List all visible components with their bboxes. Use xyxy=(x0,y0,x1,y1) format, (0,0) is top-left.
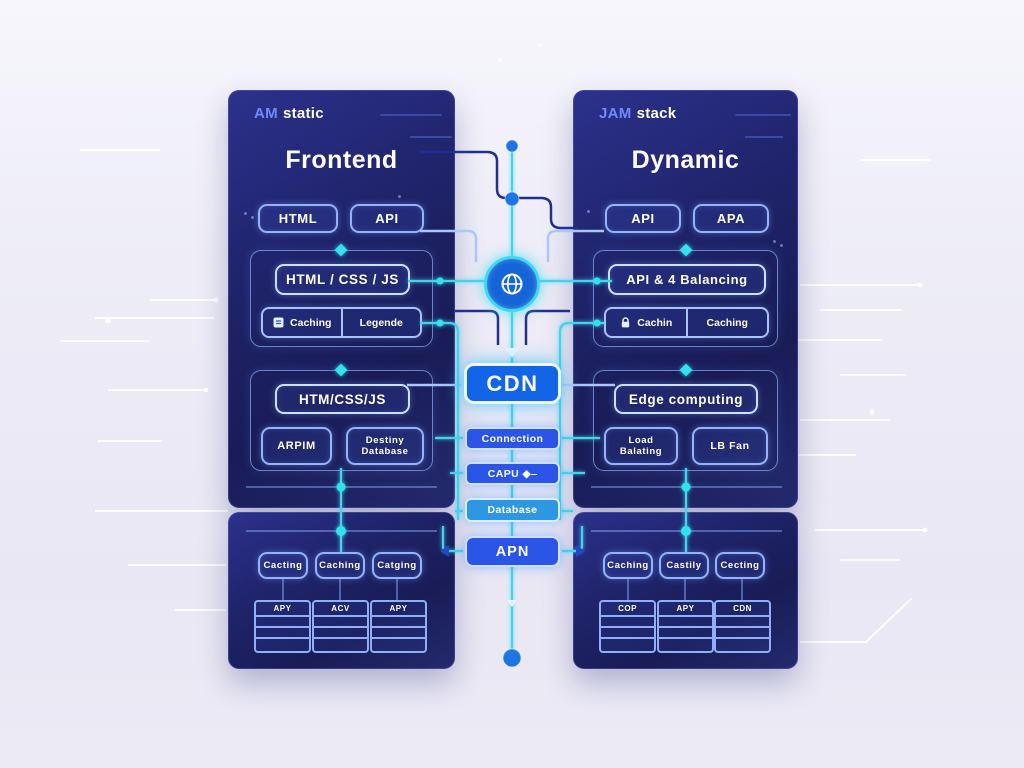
cache-chip: Catging xyxy=(372,552,422,579)
cache-chip: Caching xyxy=(315,552,365,579)
table-header: APY xyxy=(256,602,309,617)
table-row xyxy=(601,628,654,639)
caching-cell-right: Caching xyxy=(685,309,768,336)
html-css-js-box: HTML / CSS / JS xyxy=(275,264,410,295)
table-row xyxy=(716,628,769,639)
table-row xyxy=(256,628,309,639)
connection-box: Connection xyxy=(465,427,560,450)
cache-chip: Cacting xyxy=(258,552,308,579)
table-row xyxy=(601,617,654,628)
cachin-label: Cachin xyxy=(637,316,673,329)
apa-chip: APA xyxy=(693,204,769,233)
caching-label: Caching xyxy=(706,316,748,329)
table-row xyxy=(659,628,712,639)
api-chip: API xyxy=(350,204,424,233)
frontend-section-2: HTM/CSS/JS ARPIM Destiny Database xyxy=(250,370,433,471)
table-row xyxy=(659,617,712,628)
table-header: APY xyxy=(372,602,425,617)
table-row xyxy=(601,639,654,650)
dynamic-section-2: Edge computing Load Balating LB Fan xyxy=(593,370,778,471)
frontend-title: Frontend xyxy=(285,146,398,174)
caching-cell: Caching xyxy=(263,309,341,336)
caching-legend-split-box: Caching Legende xyxy=(261,307,422,338)
server-table: CDN xyxy=(714,600,771,653)
dynamic-title: Dynamic xyxy=(631,146,740,174)
table-row xyxy=(314,628,367,639)
balating-line: Balating xyxy=(619,446,663,457)
database-box: Database xyxy=(465,498,560,522)
capu-box: CAPU ◆‒ xyxy=(465,462,560,485)
cache-chip: Cecting xyxy=(715,552,765,579)
table-row xyxy=(372,639,425,650)
table-header: APY xyxy=(659,602,712,617)
logo-rest-text: static xyxy=(282,105,324,122)
decor-dash xyxy=(410,136,452,138)
table-row xyxy=(716,617,769,628)
table-header: CDN xyxy=(716,602,769,617)
cdn-network-node xyxy=(484,256,540,312)
load-balating-box: Load Balating xyxy=(604,427,678,465)
decor-dot xyxy=(244,212,247,215)
server-table: APY xyxy=(370,600,427,653)
logo-accent-text: JAM xyxy=(599,105,632,122)
decor-dot xyxy=(251,216,254,219)
table-row xyxy=(314,617,367,628)
logo-rest-text: stack xyxy=(636,105,677,122)
cache-chip: Caching xyxy=(603,552,653,579)
apn-box: APN xyxy=(465,536,560,567)
globe-icon xyxy=(501,273,523,295)
table-row xyxy=(256,617,309,628)
server-table: APY xyxy=(657,600,714,653)
edge-computing-box: Edge computing xyxy=(614,384,758,414)
table-row xyxy=(372,617,425,628)
caching-label: Caching xyxy=(290,316,332,329)
html-chip: HTML xyxy=(258,204,338,233)
frontend-section-1: HTML / CSS / JS Caching Legende xyxy=(250,250,433,347)
api-chip-right: API xyxy=(605,204,681,233)
decor-dash xyxy=(745,136,783,138)
cache-chip: Castily xyxy=(659,552,709,579)
dynamic-cache-panel: Caching Castily Cecting COP APY CDN xyxy=(573,512,798,669)
decor-dash xyxy=(380,114,442,116)
decor-dash xyxy=(735,114,791,116)
dynamic-section-1: API & 4 Balancing Cachin Caching xyxy=(593,250,778,347)
table-row xyxy=(716,639,769,650)
logo-accent-text: AM xyxy=(254,105,278,122)
frontend-cache-panel: Cacting Caching Catging APY ACV APY xyxy=(228,512,455,669)
decor-dot xyxy=(773,240,776,243)
load-line: Load xyxy=(628,435,654,446)
table-row xyxy=(314,639,367,650)
table-header: ACV xyxy=(314,602,367,617)
cachin-cell: Cachin xyxy=(606,309,686,336)
arpim-box: ARPIM xyxy=(261,427,332,465)
decor-dot xyxy=(587,210,590,213)
table-row xyxy=(659,639,712,650)
cdn-box: CDN xyxy=(464,363,561,404)
cachin-caching-split-box: Cachin Caching xyxy=(604,307,769,338)
server-table: COP xyxy=(599,600,656,653)
destiny-database-box: Destiny Database xyxy=(346,427,424,465)
decor-dot xyxy=(780,244,783,247)
legend-cell: Legende xyxy=(340,309,421,336)
server-table: ACV xyxy=(312,600,369,653)
table-row xyxy=(372,628,425,639)
server-table: APY xyxy=(254,600,311,653)
decor-dot xyxy=(398,195,401,198)
table-row xyxy=(256,639,309,650)
api-balancing-box: API & 4 Balancing xyxy=(608,264,766,295)
database-line: Database xyxy=(361,446,409,457)
document-icon xyxy=(273,317,284,328)
destiny-line: Destiny xyxy=(365,435,405,446)
htm-css-js-box: HTM/CSS/JS xyxy=(275,384,410,414)
lock-icon xyxy=(622,317,630,328)
legend-label: Legende xyxy=(359,316,403,329)
table-header: COP xyxy=(601,602,654,617)
lb-fan-box: LB Fan xyxy=(692,427,768,465)
